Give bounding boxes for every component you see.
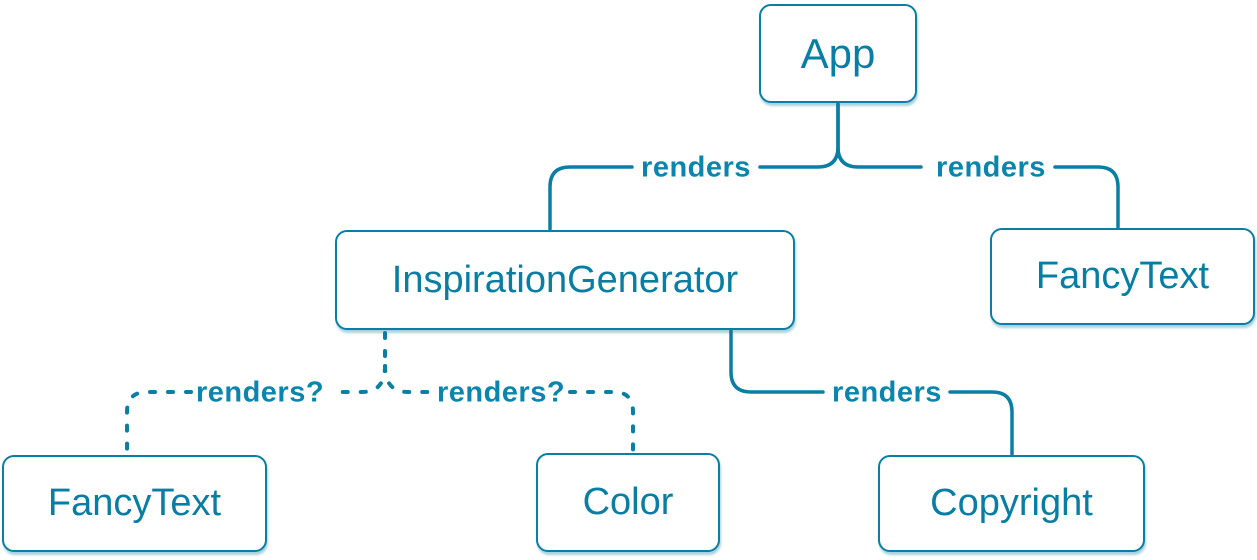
node-copyright: Copyright (878, 455, 1145, 552)
edge-app-stem-left (758, 102, 840, 169)
node-app: App (759, 4, 917, 103)
edge-inspiration-fancy-a (331, 364, 387, 394)
node-fancy-text-bottom-label: FancyText (47, 482, 222, 524)
node-inspiration-generator-label: InspirationGenerator (391, 258, 739, 301)
node-fancy-text-bottom: FancyText (2, 455, 267, 552)
edge-label-inspiration-renders-color: renders? (436, 376, 566, 409)
edge-label-app-renders-inspiration: renders (641, 151, 751, 184)
edge-inspiration-color-b (568, 390, 635, 452)
node-copyright-label: Copyright (930, 482, 1093, 524)
edge-inspiration-copyright-b (948, 390, 1014, 456)
node-color-label: Color (582, 481, 674, 523)
edge-app-inspiration (548, 165, 634, 231)
node-inspiration-generator: InspirationGenerator (335, 230, 795, 330)
node-fancy-text-top-label: FancyText (1035, 255, 1210, 297)
node-app-label: App (800, 29, 876, 77)
node-color: Color (536, 453, 720, 552)
node-fancy-text-top: FancyText (990, 228, 1255, 325)
edge-app-fancy (1053, 165, 1120, 229)
edge-label-inspiration-renders-copyright: renders (832, 376, 942, 409)
edge-inspiration-fancy-b (125, 390, 193, 454)
edge-label-inspiration-renders-fancy: renders? (195, 376, 325, 409)
edge-inspiration-color-a (383, 364, 433, 394)
edge-label-app-renders-fancy: renders (936, 151, 1046, 184)
edge-app-stem-right (836, 102, 923, 169)
edge-inspiration-copyright-a (729, 329, 825, 394)
